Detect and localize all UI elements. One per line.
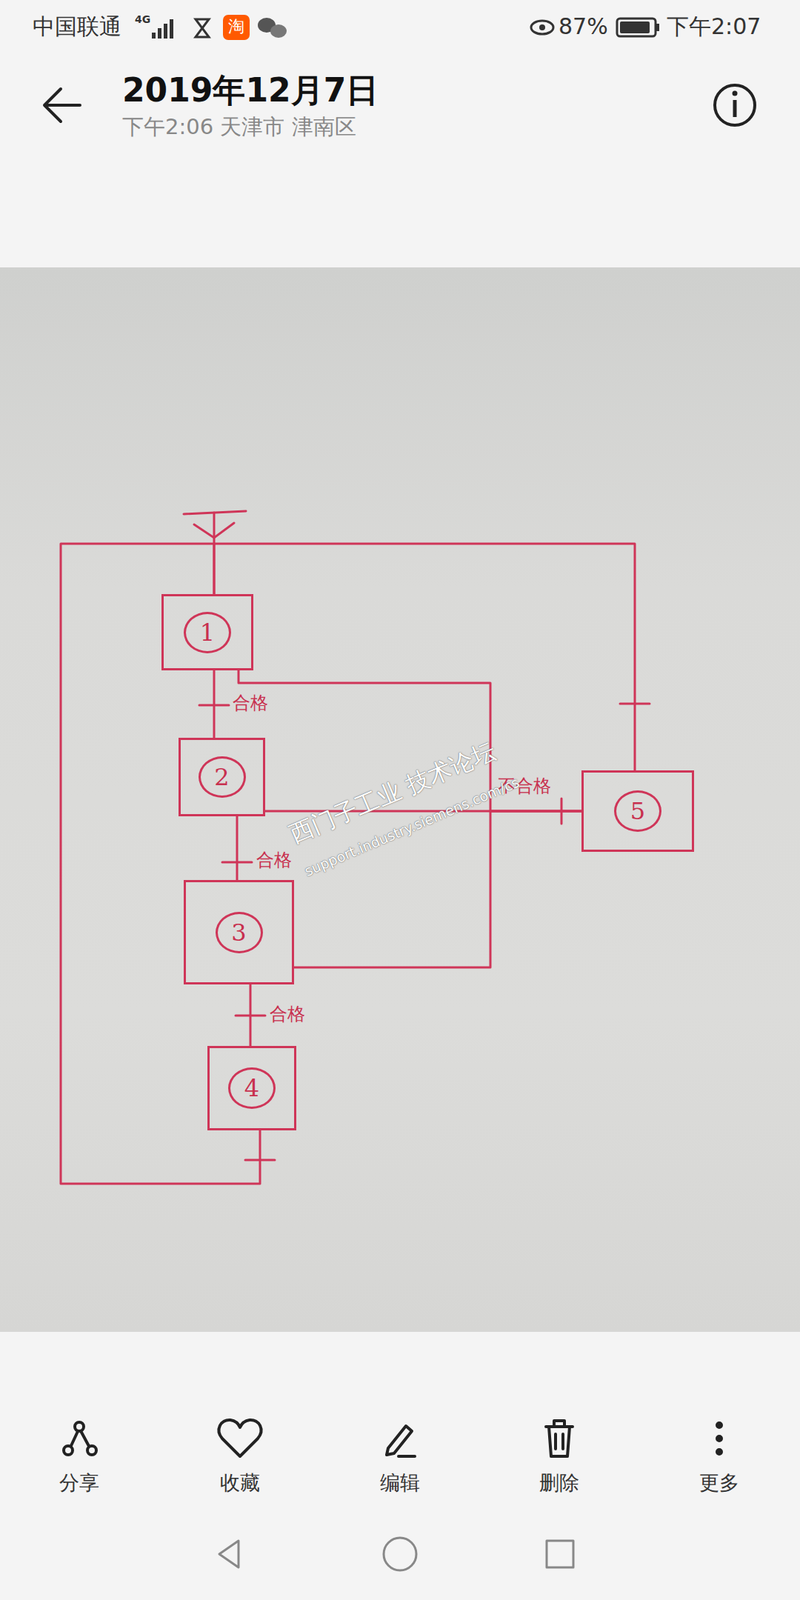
connector xyxy=(294,811,582,968)
wechat-icon xyxy=(257,17,287,38)
connector xyxy=(236,816,239,880)
carrier-name: 中国联通 xyxy=(32,13,122,40)
eye-icon xyxy=(531,20,554,35)
step-box: 4 xyxy=(207,1045,297,1131)
signal-bar xyxy=(169,19,174,39)
wechat-bubble xyxy=(270,24,287,38)
nav-recent xyxy=(546,1540,574,1568)
back-arrow xyxy=(44,88,80,122)
transition-label: 合格 xyxy=(269,1002,306,1026)
battery-icon xyxy=(617,18,656,37)
connector xyxy=(214,543,635,771)
transition-label: 合格 xyxy=(256,848,292,872)
toolbar-label: 分享 xyxy=(59,1471,100,1495)
trash-icon xyxy=(545,1420,573,1457)
heart-icon xyxy=(219,1420,262,1457)
initial-arrow xyxy=(194,522,235,538)
photo-date: 2019年12月7日 xyxy=(122,71,379,111)
transition-label: 合格 xyxy=(232,691,269,715)
share-node xyxy=(63,1445,73,1455)
signal-bar xyxy=(151,32,156,39)
step-box: 1 xyxy=(161,594,254,671)
clock: 下午2:07 xyxy=(666,13,761,40)
toolbar-label: 编辑 xyxy=(380,1471,420,1495)
taobao-icon xyxy=(222,14,250,40)
step-box: 2 xyxy=(178,737,266,817)
step-box: 5 xyxy=(581,770,695,852)
step-number: 5 xyxy=(614,790,662,832)
toolbar-label: 删除 xyxy=(539,1471,580,1495)
toolbar-label: 收藏 xyxy=(220,1471,260,1495)
network-type: 4G xyxy=(134,13,151,26)
info-dot xyxy=(732,91,738,97)
toolbar-label: 更多 xyxy=(699,1471,740,1495)
info-icon xyxy=(714,85,755,126)
info-stem xyxy=(733,100,738,118)
battery-percent: 87% xyxy=(558,13,609,40)
step-number: 1 xyxy=(183,611,232,654)
more-dot xyxy=(717,1436,722,1441)
hourglass-icon xyxy=(195,19,209,38)
nav-home xyxy=(383,1537,417,1571)
share-node xyxy=(87,1445,97,1455)
step-number: 2 xyxy=(198,756,246,798)
more-dot xyxy=(717,1449,722,1455)
pen-underline xyxy=(398,1454,415,1458)
signal-icon xyxy=(151,19,174,39)
connectors xyxy=(60,543,635,1184)
signal-bar xyxy=(163,23,168,39)
app-icon-text: 淘 xyxy=(228,17,245,37)
step-number: 3 xyxy=(215,911,263,954)
signal-bar xyxy=(157,28,162,39)
battery-level xyxy=(620,21,650,34)
battery-cap xyxy=(656,23,660,32)
step-number: 4 xyxy=(228,1067,276,1109)
more-dot xyxy=(717,1422,722,1428)
connector xyxy=(213,670,216,738)
pen-icon xyxy=(386,1425,412,1455)
photo-place: 下午2:06 天津市 津南区 xyxy=(122,114,357,140)
eye-pupil xyxy=(539,24,546,31)
step-box: 3 xyxy=(183,880,295,985)
connector xyxy=(249,984,252,1046)
share-node xyxy=(74,1422,84,1432)
nav-back xyxy=(219,1540,239,1568)
